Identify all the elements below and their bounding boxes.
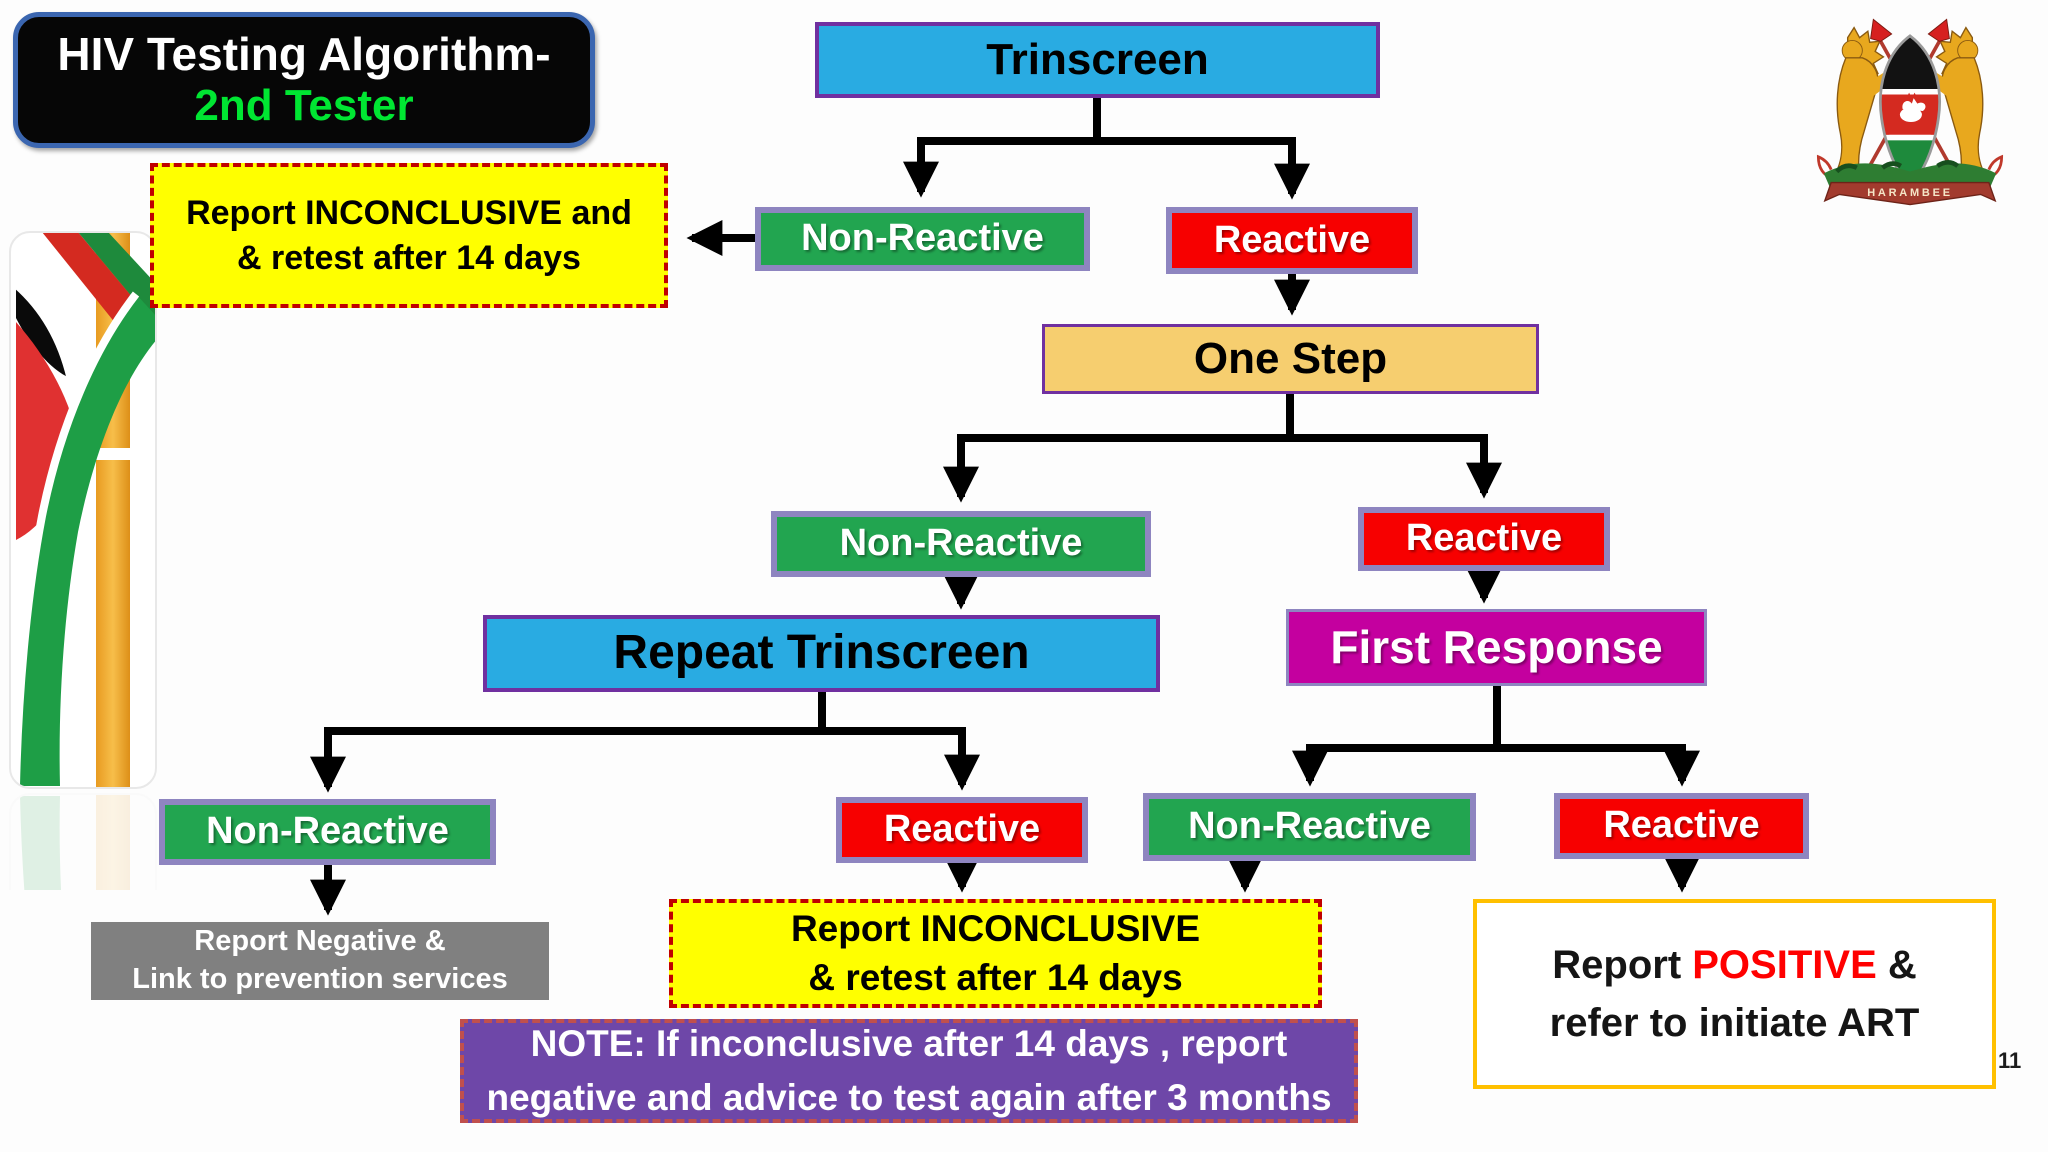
outcome-text-line2: & retest after 14 days xyxy=(237,238,581,277)
flow-node-label: Reactive xyxy=(1213,218,1371,261)
outcome-text-line2: refer to initiate ART xyxy=(1549,1001,1920,1045)
outcome-text-line2: & retest after 14 days xyxy=(808,956,1183,998)
slide-title-line2: 2nd Tester xyxy=(194,81,414,131)
slide-title-card: HIV Testing Algorithm- 2nd Tester xyxy=(13,12,595,148)
flow-node-label: Repeat Trinscreen xyxy=(613,626,1030,680)
kenya-flag-artwork xyxy=(8,231,158,890)
flow-node-nonreactive-3a: Non-Reactive xyxy=(159,799,496,865)
slide-title-line1: HIV Testing Algorithm- xyxy=(57,28,551,81)
lion-right xyxy=(1924,26,2004,182)
flow-node-reactive-2: Reactive xyxy=(1358,507,1610,571)
flow-node-reactive-3a: Reactive xyxy=(836,797,1088,863)
flow-node-one-step: One Step xyxy=(1042,324,1539,394)
flow-node-first-response: First Response xyxy=(1286,609,1707,686)
flow-node-label: Non-Reactive xyxy=(801,217,1044,260)
flow-node-label: Reactive xyxy=(1603,804,1760,847)
outcome-text-line1: Report POSITIVE & xyxy=(1552,936,1917,994)
flow-node-nonreactive-2: Non-Reactive xyxy=(771,511,1151,577)
flow-node-label: Reactive xyxy=(1405,517,1563,560)
outcome-text-line1: Report INCONCLUSIVE xyxy=(790,908,1201,950)
flow-node-label: Non-Reactive xyxy=(1188,805,1431,848)
flow-node-reactive-1: Reactive xyxy=(1166,207,1418,274)
flow-node-label: First Response xyxy=(1330,621,1663,674)
flow-node-repeat-trinscreen: Repeat Trinscreen xyxy=(483,615,1160,692)
positive-text-post: & xyxy=(1876,943,1917,987)
flow-node-label: Non-Reactive xyxy=(839,522,1083,565)
flow-node-nonreactive-3b: Non-Reactive xyxy=(1143,793,1476,861)
kenya-coat-of-arms: HARAMBEE xyxy=(1816,18,2004,206)
flow-node-label: Reactive xyxy=(883,808,1041,851)
outcome-inconclusive-top: Report INCONCLUSIVE and & retest after 1… xyxy=(150,163,668,308)
outcome-text-line1: Report Negative & xyxy=(194,925,446,958)
flow-node-reactive-3b: Reactive xyxy=(1554,793,1809,859)
coat-of-arms-motto: HARAMBEE xyxy=(1867,187,1953,199)
note-text-line2: negative and advice to test again after … xyxy=(486,1077,1332,1118)
note-inconclusive-retest: NOTE: If inconclusive after 14 days , re… xyxy=(460,1019,1358,1123)
outcome-report-positive: Report POSITIVE & refer to initiate ART xyxy=(1473,899,1996,1089)
flow-node-label: One Step xyxy=(1193,333,1388,383)
outcome-text-line1: Report INCONCLUSIVE and xyxy=(186,194,632,233)
flow-node-nonreactive-1: Non-Reactive xyxy=(755,207,1090,271)
page-number: 11 xyxy=(1998,1048,2022,1073)
positive-text-pre: Report xyxy=(1552,943,1693,987)
flow-node-label: Trinscreen xyxy=(986,34,1209,84)
rooster xyxy=(1899,92,1926,122)
outcome-text-line2: Link to prevention services xyxy=(132,963,508,995)
outcome-inconclusive-bottom: Report INCONCLUSIVE & retest after 14 da… xyxy=(669,899,1322,1008)
note-text-line1: NOTE: If inconclusive after 14 days , re… xyxy=(530,1023,1288,1065)
flow-node-label: Non-Reactive xyxy=(206,810,449,853)
flow-node-trinscreen: Trinscreen xyxy=(815,22,1380,98)
mount-and-banner: HARAMBEE xyxy=(1823,160,1997,206)
positive-text-highlight: POSITIVE xyxy=(1692,943,1877,987)
outcome-report-negative: Report Negative & Link to prevention ser… xyxy=(91,922,549,1000)
